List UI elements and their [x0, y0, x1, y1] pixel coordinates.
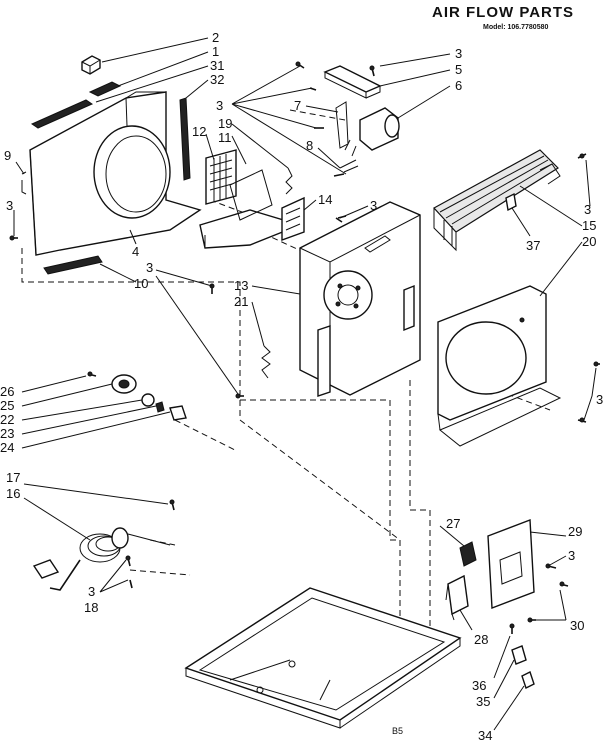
label-5: 5 [455, 62, 462, 77]
label-4: 4 [132, 244, 139, 259]
label-3-g: 3 [596, 392, 603, 407]
part-23-nut [155, 401, 165, 413]
label-3-d: 3 [370, 198, 377, 213]
label-8: 8 [306, 138, 313, 153]
label-3-b: 3 [216, 98, 223, 113]
part-4-shroud-panel [21, 91, 202, 256]
label-24: 24 [0, 440, 14, 455]
part-6-capacitor [344, 107, 400, 157]
part-22-hub [141, 393, 155, 407]
label-17: 17 [6, 470, 20, 485]
label-3-i: 3 [568, 548, 575, 563]
label-32: 32 [210, 72, 224, 87]
page-code: B5 [392, 726, 404, 736]
leader-lines [13, 37, 597, 731]
part-10-strip [43, 255, 103, 275]
label-1: 1 [212, 44, 219, 59]
label-25: 25 [0, 398, 14, 413]
label-11: 11 [218, 130, 232, 145]
part-25-blower-wheel [111, 374, 137, 394]
part-32-seal-strip [179, 97, 191, 181]
model-number: Model: 106.7780580 [483, 24, 549, 31]
part-37-clip [505, 192, 517, 212]
label-14: 14 [318, 192, 332, 207]
label-31: 31 [210, 58, 224, 73]
part-21-spring [261, 345, 271, 379]
screws [9, 61, 600, 634]
label-28: 28 [474, 632, 488, 647]
part-28-thermostat [445, 574, 469, 621]
label-6: 6 [455, 78, 462, 93]
label-2: 2 [212, 30, 219, 45]
label-34: 34 [478, 728, 492, 743]
label-12: 12 [192, 124, 206, 139]
part-12-screen [205, 149, 237, 205]
label-36: 36 [472, 678, 486, 693]
page-title: AIR FLOW PARTS [432, 4, 575, 21]
label-3-h: 3 [88, 584, 95, 599]
part-5-capacitor-bracket [323, 65, 382, 99]
part-16-power-cord [32, 527, 171, 591]
part-24-shaft [169, 405, 187, 421]
part-7-strap [335, 101, 349, 149]
part-2-block [81, 55, 101, 75]
label-10: 10 [134, 276, 148, 291]
part-35-36-clip [511, 645, 535, 689]
part-19-spring [285, 167, 293, 195]
part-31-foam-strip [30, 99, 94, 129]
label-37: 37 [526, 238, 540, 253]
label-3-e: 3 [584, 202, 591, 217]
label-21: 21 [234, 294, 248, 309]
label-3-a: 3 [455, 46, 462, 61]
label-7: 7 [294, 98, 301, 113]
part-number-labels: 2 1 31 32 3 5 6 3 7 19 12 11 8 9 3 14 3 … [0, 30, 603, 743]
label-29: 29 [568, 524, 582, 539]
label-15: 15 [582, 218, 596, 233]
part-8-clip [339, 159, 359, 173]
label-19: 19 [218, 116, 232, 131]
part-14-plate [281, 196, 305, 241]
label-26: 26 [0, 384, 14, 399]
part-27-switch [459, 541, 477, 567]
label-27: 27 [446, 516, 460, 531]
label-23: 23 [0, 426, 14, 441]
label-13: 13 [234, 278, 248, 293]
part-29-control-panel [487, 519, 535, 609]
basepan [184, 587, 462, 729]
part-20-orifice-panel [437, 285, 562, 447]
part-1-gasket [88, 81, 122, 97]
label-20: 20 [582, 234, 596, 249]
label-22: 22 [0, 412, 14, 427]
part-11-bracket [199, 169, 303, 249]
label-3-c: 3 [6, 198, 13, 213]
label-18: 18 [84, 600, 98, 615]
label-16: 16 [6, 486, 20, 501]
label-30: 30 [570, 618, 584, 633]
label-3-f: 3 [146, 260, 153, 275]
part-13-motor-bulkhead [299, 201, 421, 397]
label-35: 35 [476, 694, 490, 709]
part-15-coil [433, 149, 561, 252]
label-9: 9 [4, 148, 11, 163]
